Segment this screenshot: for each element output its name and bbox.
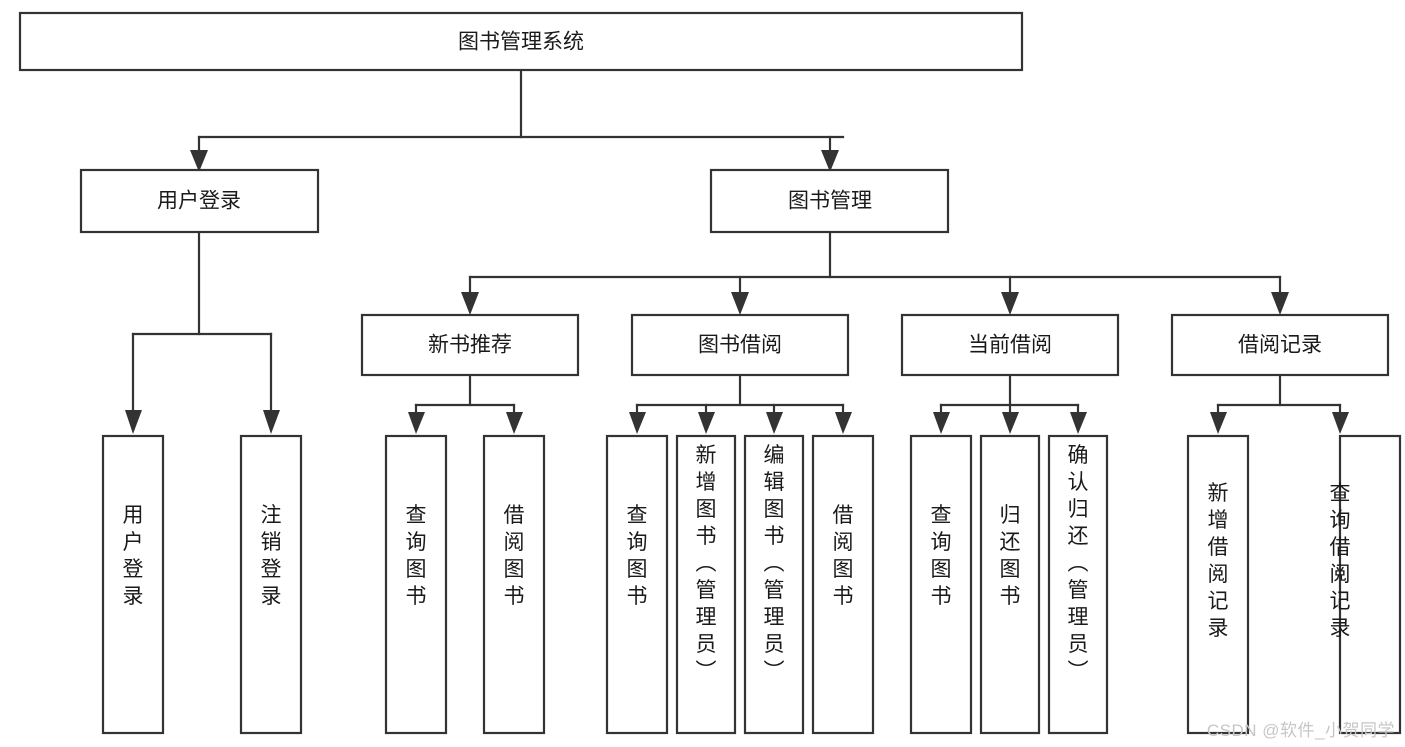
node-leaf-query-book-3-label: 查询图书 xyxy=(931,504,952,608)
node-leaf-add-book[interactable]: 新增图书︵管理员︶ xyxy=(675,434,737,735)
node-leaf-add-record-box[interactable] xyxy=(1186,434,1250,735)
node-borrow-record-box[interactable] xyxy=(1170,313,1390,377)
node-leaf-borrow-book-2-label: 借阅图书 xyxy=(833,504,854,608)
node-leaf-query-record-label: 查询借阅记录 xyxy=(1330,482,1351,640)
node-leaf-add-book-box[interactable] xyxy=(675,434,737,735)
node-leaf-query-book-2-label: 查询图书 xyxy=(627,504,648,608)
node-book-borrow[interactable]: 图书借阅 xyxy=(630,313,850,377)
arrowhead-leaf-user-login xyxy=(125,410,142,434)
arrowhead-leaf-borrow-book-1 xyxy=(506,412,523,434)
node-root[interactable]: 图书管理系统 xyxy=(18,11,1024,72)
node-leaf-borrow-book-2-box[interactable] xyxy=(811,434,875,735)
node-leaf-user-logout-box[interactable] xyxy=(239,434,303,735)
node-leaf-confirm-return-box[interactable] xyxy=(1047,434,1109,735)
node-leaf-return-book-box[interactable] xyxy=(979,434,1041,735)
node-book-manage-label: 图书管理 xyxy=(788,190,872,213)
node-current-borrow-label: 当前借阅 xyxy=(968,334,1052,357)
node-leaf-edit-book-label: 编辑图书︵管理员︶ xyxy=(764,444,785,683)
arrowhead-leaf-user-logout xyxy=(263,410,280,434)
node-leaf-edit-book-box[interactable] xyxy=(743,434,805,735)
node-leaf-query-book-3-box[interactable] xyxy=(909,434,973,735)
arrowhead-leaf-query-book-2 xyxy=(629,412,646,434)
node-leaf-query-book-1-box[interactable] xyxy=(384,434,448,735)
node-leaf-query-record[interactable]: 查询借阅记录 xyxy=(1330,434,1402,735)
node-leaf-borrow-book-1-box[interactable] xyxy=(482,434,546,735)
node-book-borrow-box[interactable] xyxy=(630,313,850,377)
node-leaf-add-record[interactable]: 新增借阅记录 xyxy=(1186,434,1250,735)
node-leaf-return-book[interactable]: 归还图书 xyxy=(979,434,1041,735)
node-root-box[interactable] xyxy=(18,11,1024,72)
arrowhead-new-book-rec xyxy=(461,292,479,315)
node-new-book-rec-label: 新书推荐 xyxy=(428,334,512,357)
node-leaf-add-book-label: 新增图书︵管理员︶ xyxy=(696,444,717,683)
arrowhead-book-manage xyxy=(821,150,839,172)
node-root-label: 图书管理系统 xyxy=(458,31,584,54)
arrowhead-book-borrow xyxy=(731,292,749,315)
node-leaf-query-book-1[interactable]: 查询图书 xyxy=(384,434,448,735)
edges-layer xyxy=(125,68,1349,434)
node-book-borrow-label: 图书借阅 xyxy=(698,334,782,357)
arrowhead-leaf-query-book-3 xyxy=(933,412,950,434)
arrowhead-user-login xyxy=(190,150,208,172)
node-leaf-user-logout-label: 注销登录 xyxy=(261,504,282,608)
arrowhead-leaf-confirm-return xyxy=(1070,412,1087,434)
node-leaf-borrow-book-1-label: 借阅图书 xyxy=(504,504,525,608)
node-leaf-borrow-book-2[interactable]: 借阅图书 xyxy=(811,434,875,735)
arrowhead-leaf-edit-book xyxy=(766,412,783,434)
node-new-book-rec-box[interactable] xyxy=(360,313,580,377)
node-leaf-edit-book[interactable]: 编辑图书︵管理员︶ xyxy=(743,434,805,735)
arrowhead-leaf-add-book xyxy=(698,412,715,434)
node-borrow-record[interactable]: 借阅记录 xyxy=(1170,313,1390,377)
node-new-book-rec[interactable]: 新书推荐 xyxy=(360,313,580,377)
node-leaf-confirm-return-label: 确认归还︵管理员︶ xyxy=(1068,444,1089,683)
arrowhead-leaf-add-record xyxy=(1210,412,1227,434)
arrowhead-borrow-record xyxy=(1271,292,1289,315)
node-leaf-return-book-label: 归还图书 xyxy=(1000,504,1021,608)
node-leaf-query-book-1-label: 查询图书 xyxy=(406,504,427,608)
node-current-borrow[interactable]: 当前借阅 xyxy=(900,313,1120,377)
arrowhead-leaf-query-record xyxy=(1332,412,1349,434)
node-leaf-query-book-3[interactable]: 查询图书 xyxy=(909,434,973,735)
node-borrow-record-label: 借阅记录 xyxy=(1238,334,1322,357)
node-leaf-query-book-2-box[interactable] xyxy=(605,434,669,735)
arrowhead-current-borrow xyxy=(1001,292,1019,315)
node-book-manage-box[interactable] xyxy=(709,168,950,234)
node-leaf-user-login-box[interactable] xyxy=(101,434,165,735)
node-leaf-query-record-box[interactable] xyxy=(1338,434,1402,735)
node-leaf-user-login-label: 用户登录 xyxy=(123,504,144,608)
node-leaf-add-record-label: 新增借阅记录 xyxy=(1208,482,1229,640)
arrowhead-leaf-query-book-1 xyxy=(408,412,425,434)
node-leaf-confirm-return[interactable]: 确认归还︵管理员︶ xyxy=(1047,434,1109,735)
node-leaf-query-book-2[interactable]: 查询图书 xyxy=(605,434,669,735)
node-user-login-label: 用户登录 xyxy=(157,190,241,213)
node-leaf-user-logout[interactable]: 注销登录 xyxy=(239,434,303,735)
node-user-login[interactable]: 用户登录 xyxy=(79,168,320,234)
node-user-login-box[interactable] xyxy=(79,168,320,234)
arrowhead-leaf-borrow-book-2 xyxy=(835,412,852,434)
node-current-borrow-box[interactable] xyxy=(900,313,1120,377)
arrowhead-leaf-return-book xyxy=(1002,412,1019,434)
node-leaf-borrow-book-1[interactable]: 借阅图书 xyxy=(482,434,546,735)
node-leaf-user-login[interactable]: 用户登录 xyxy=(101,434,165,735)
node-book-manage[interactable]: 图书管理 xyxy=(709,168,950,234)
